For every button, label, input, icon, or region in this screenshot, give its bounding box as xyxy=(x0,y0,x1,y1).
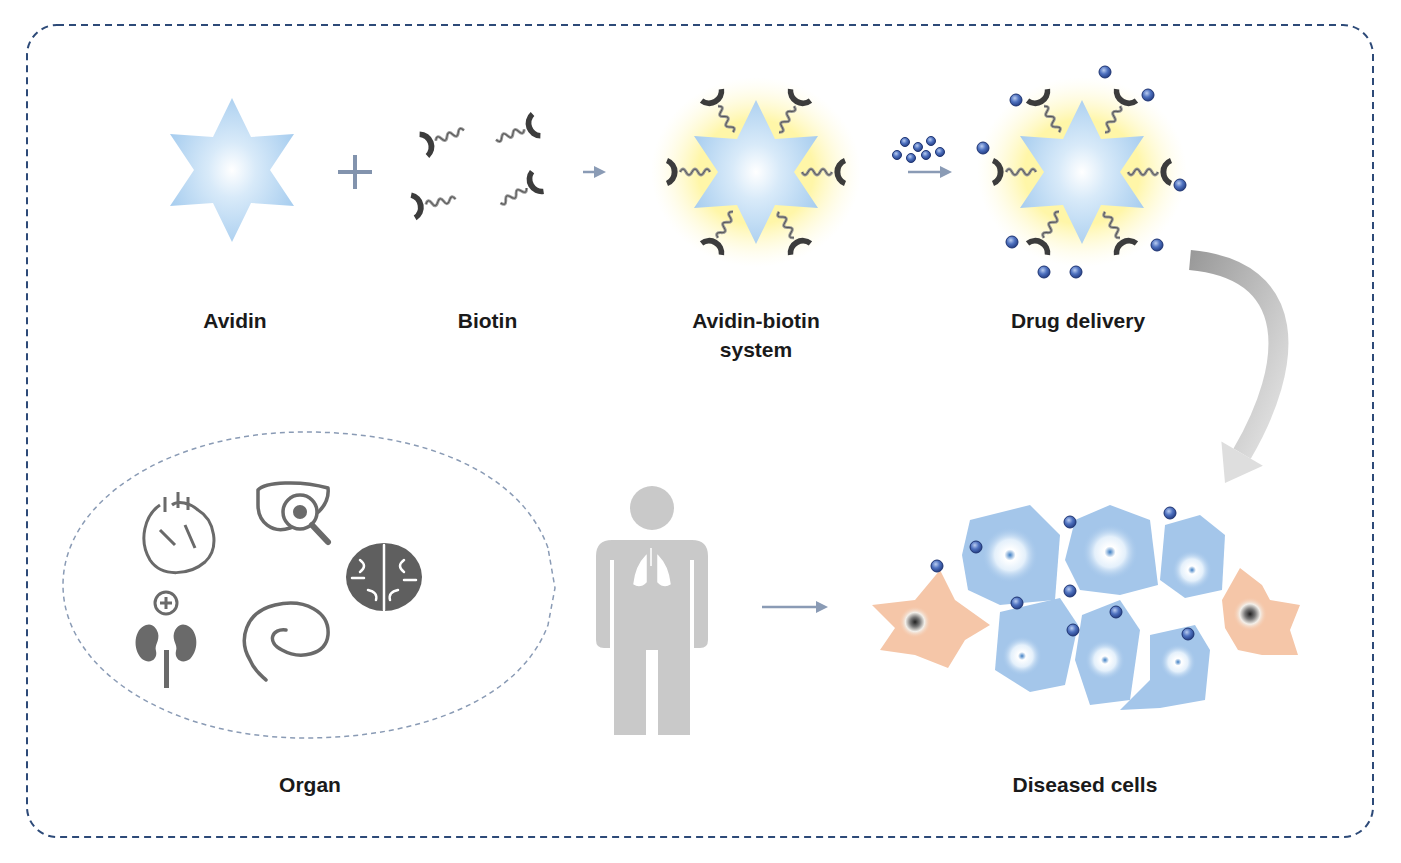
organ-bubble: Organ xyxy=(60,425,560,803)
process-arrow xyxy=(908,171,940,174)
arrow-head xyxy=(594,166,606,178)
caption: Biotin xyxy=(400,306,575,335)
curved-arrow xyxy=(1190,260,1278,454)
caption: Avidin-biotin system xyxy=(671,306,841,364)
system-figure: Avidin-biotin system xyxy=(612,70,900,370)
caption: Diseased cells xyxy=(935,770,1235,799)
curved-arrow-head xyxy=(1221,442,1262,483)
biotin-figure: Biotin xyxy=(400,80,575,345)
arrow-head xyxy=(940,166,952,178)
diseased-cells-figure: Diseased cells xyxy=(865,485,1305,803)
caption: Organ xyxy=(160,770,460,799)
caption: Avidin xyxy=(150,306,320,335)
caption: Drug delivery xyxy=(958,306,1198,335)
drug-delivery-figure: Drug delivery xyxy=(958,70,1198,345)
avidin-figure: Avidin xyxy=(150,80,320,345)
process-arrow xyxy=(583,171,594,174)
